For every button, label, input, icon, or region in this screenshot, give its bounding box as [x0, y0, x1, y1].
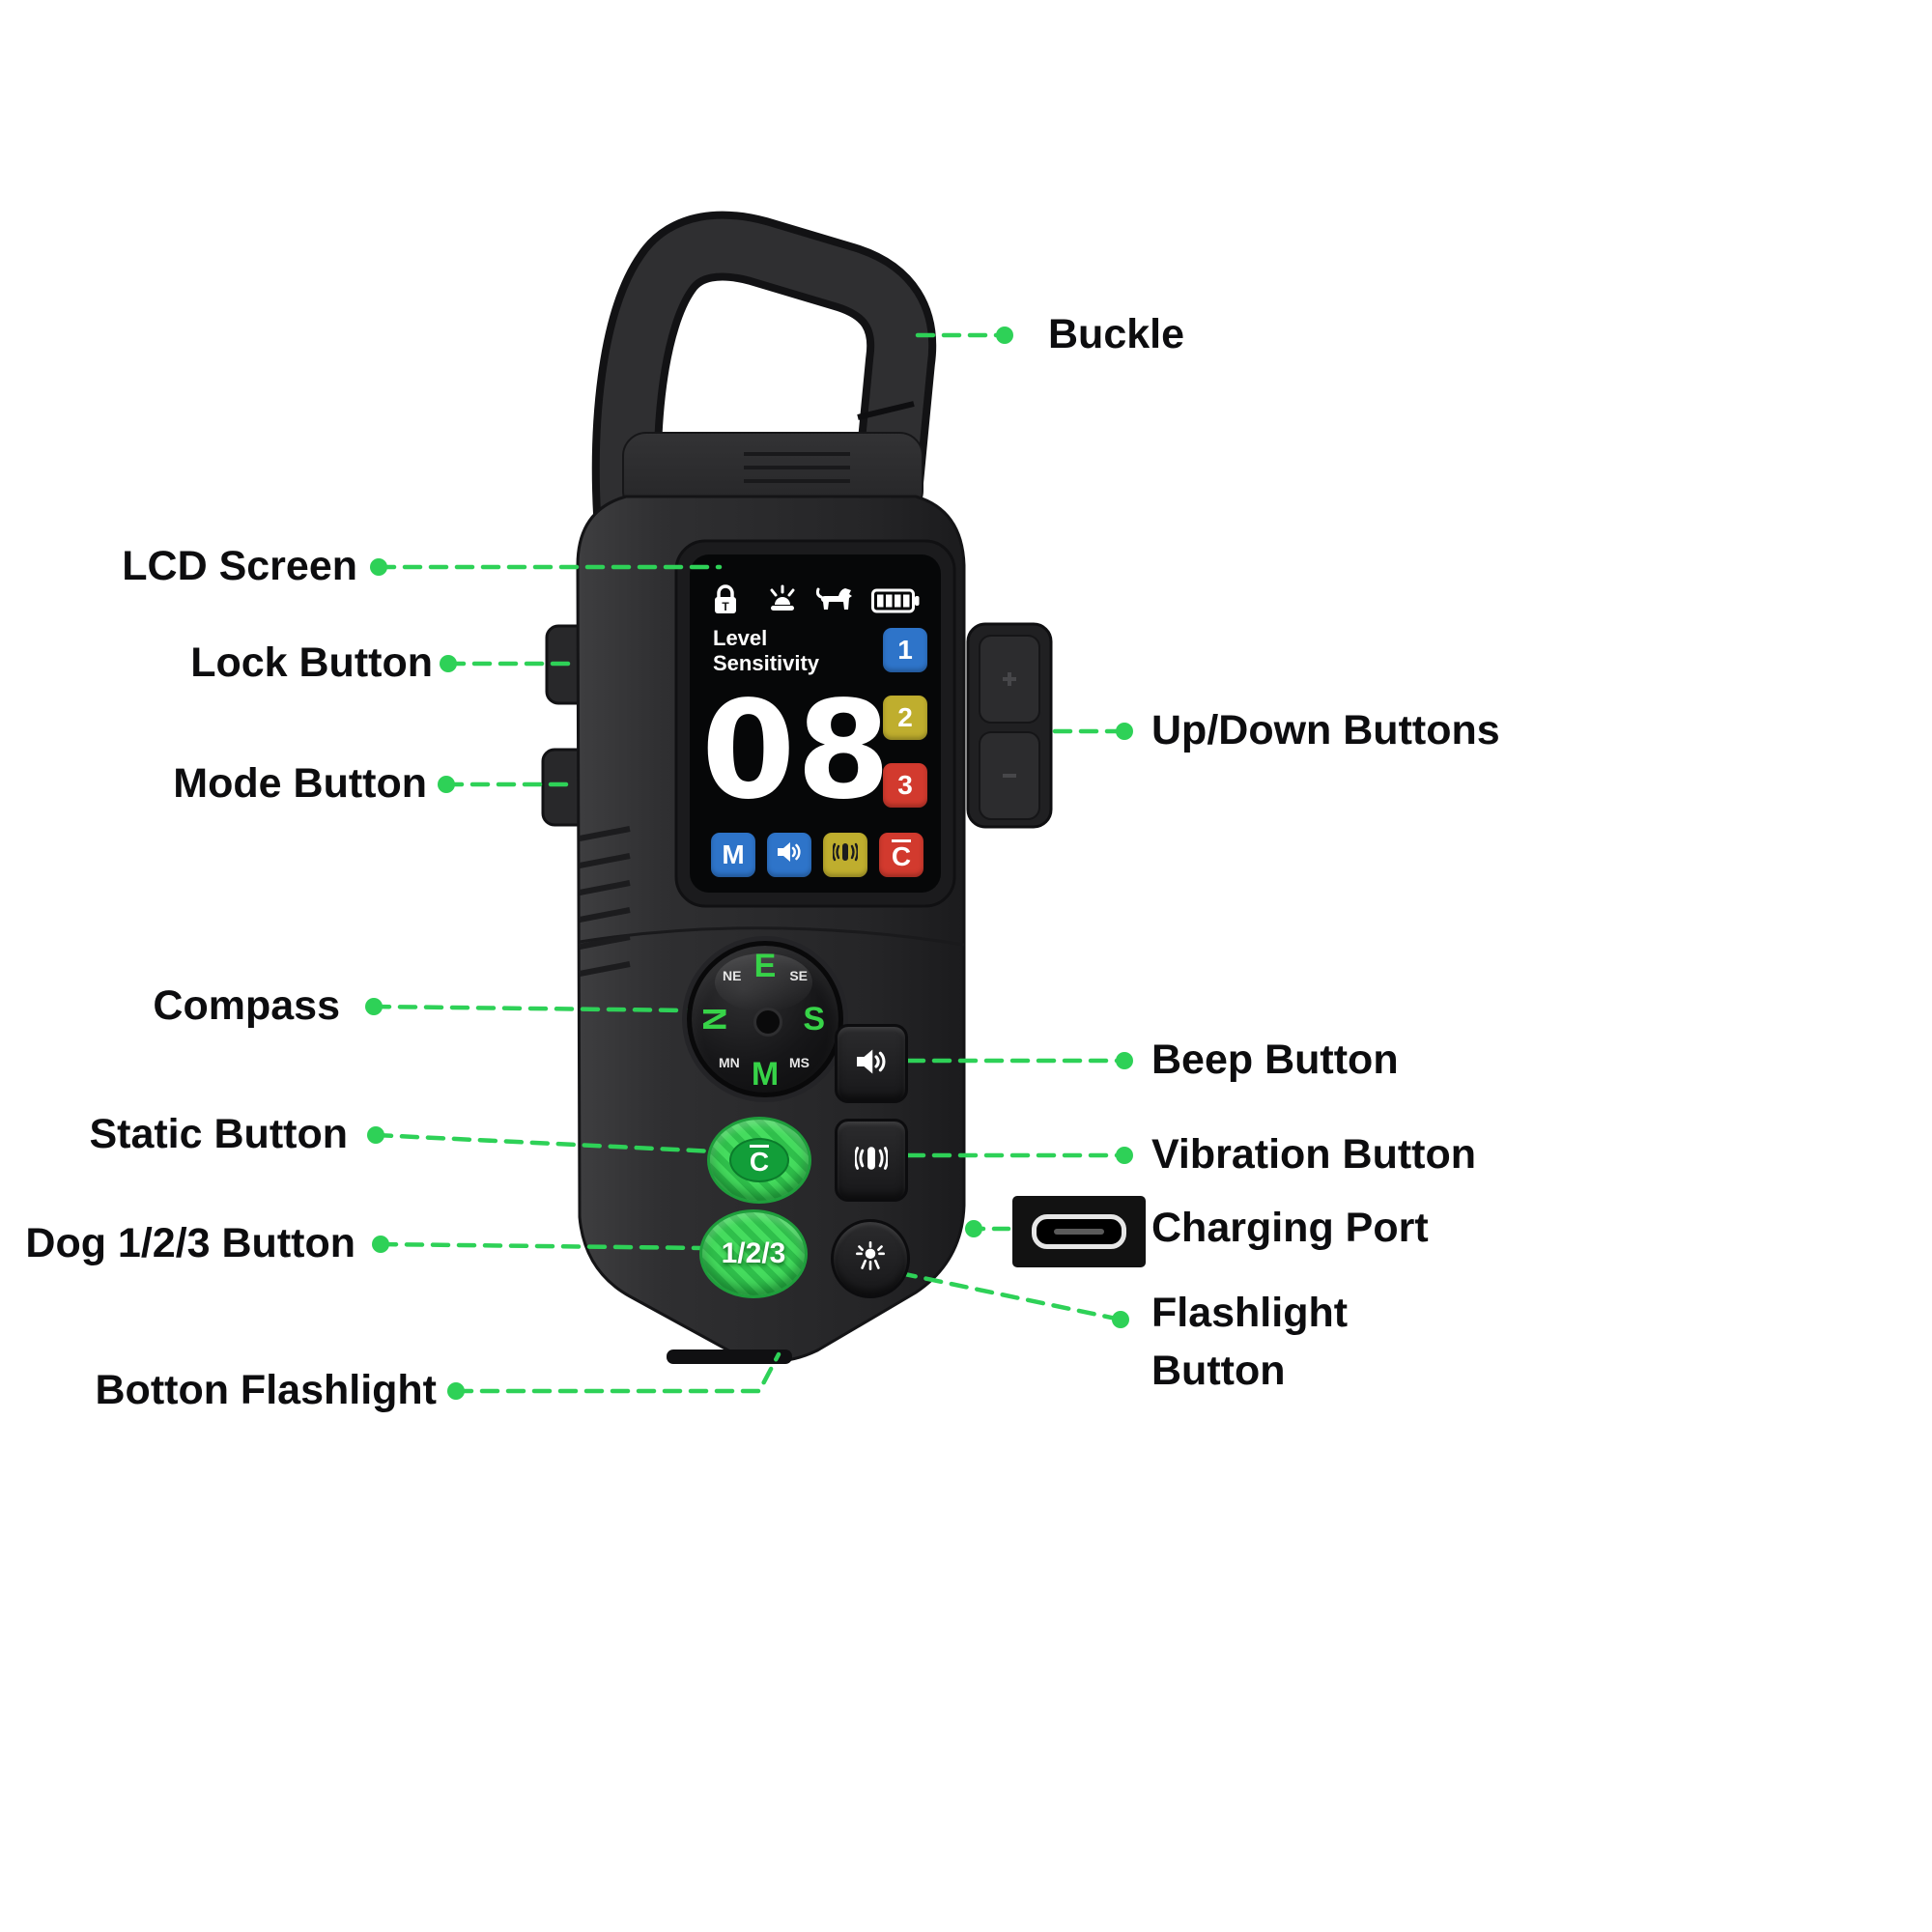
label-flashlight-button-line2: Button [1151, 1348, 1286, 1394]
dog-123-button: 1/2/3 [699, 1209, 808, 1298]
speaker-icon [776, 839, 803, 870]
compass-hub [753, 1008, 782, 1037]
static-button-face: C [729, 1138, 789, 1182]
leader-dog-button [378, 1241, 706, 1251]
compass-e: E [753, 948, 777, 984]
lock-tag: T [722, 600, 729, 613]
label-flashlight-button-line1: Flashlight [1151, 1290, 1349, 1336]
leader-dots [365, 327, 1133, 1400]
lock-icon: T [711, 583, 740, 621]
leader-lines [371, 332, 1127, 1394]
label-vibration-button: Vibration Button [1151, 1131, 1477, 1178]
beep-indicator [767, 833, 811, 877]
static-indicator: C [879, 833, 923, 877]
flashlight-icon [850, 1236, 891, 1282]
label-lock-button: Lock Button [190, 639, 433, 686]
dog-icon [815, 585, 856, 619]
compass: NE SE MS MN E S M N [687, 941, 843, 1097]
buckle-hinge [857, 401, 915, 420]
label-buckle: Buckle [1048, 311, 1185, 357]
battery-icon [871, 587, 920, 619]
compass-gloss [715, 952, 812, 1012]
vibration-indicator [823, 833, 867, 877]
vibration-button [835, 1119, 908, 1202]
overline-c: C [749, 1145, 770, 1177]
dog1-indicator: 1 [883, 628, 927, 672]
compass-s: S [803, 1001, 825, 1037]
usb-c-port [1032, 1214, 1126, 1249]
overline-c: C [891, 839, 912, 871]
speaker-icon [854, 1047, 889, 1081]
label-lcd-screen: LCD Screen [122, 543, 357, 589]
label-bottom-flashlight: Botton Flashlight [95, 1367, 438, 1413]
level-value: 08 [701, 672, 892, 830]
usb-c-tab [1054, 1229, 1104, 1235]
label-updown-buttons: Up/Down Buttons [1151, 707, 1500, 753]
static-button: C [707, 1117, 811, 1204]
label-beep-button: Beep Button [1151, 1037, 1399, 1083]
beep-button [835, 1024, 908, 1103]
lcd-screen-glass [690, 554, 941, 893]
label-static-button: Static Button [89, 1111, 348, 1157]
dog3-indicator: 3 [883, 763, 927, 808]
compass-se: SE [789, 968, 808, 983]
label-dog-123-button: Dog 1/2/3 Button [25, 1220, 355, 1266]
leader-bottom-flashlight [453, 1351, 781, 1394]
label-charging-port: Charging Port [1151, 1205, 1429, 1251]
updown-buttons [966, 622, 1053, 829]
lcd-screen: T Level [690, 554, 941, 893]
compass-n: N [696, 1007, 734, 1032]
flashlight-button [831, 1219, 910, 1298]
label-compass: Compass [153, 982, 340, 1029]
alarm-light-icon [765, 582, 800, 619]
charging-port [1012, 1196, 1146, 1267]
mode-indicator: M [711, 833, 755, 877]
vibration-icon [832, 839, 859, 871]
compass-mn: MN [719, 1055, 740, 1070]
bottom-flashlight [667, 1350, 792, 1364]
grip-ridges [579, 826, 631, 977]
compass-m: M [751, 1056, 780, 1093]
dog-123-label: 1/2/3 [721, 1237, 786, 1269]
sensitivity-label: Sensitivity [713, 651, 820, 675]
plus-icon [1003, 672, 1016, 686]
dog2-indicator: 2 [883, 696, 927, 740]
level-label: Level [713, 626, 768, 650]
compass-ms: MS [789, 1055, 810, 1070]
compass-ne: NE [723, 968, 742, 983]
buckle [591, 211, 937, 576]
speaker-grille [744, 452, 850, 483]
label-mode-button: Mode Button [173, 760, 427, 807]
vibration-icon [853, 1142, 890, 1179]
leader-compass [371, 1004, 693, 1013]
leader-flashlight-button [897, 1270, 1123, 1322]
leader-static-button [373, 1132, 718, 1154]
